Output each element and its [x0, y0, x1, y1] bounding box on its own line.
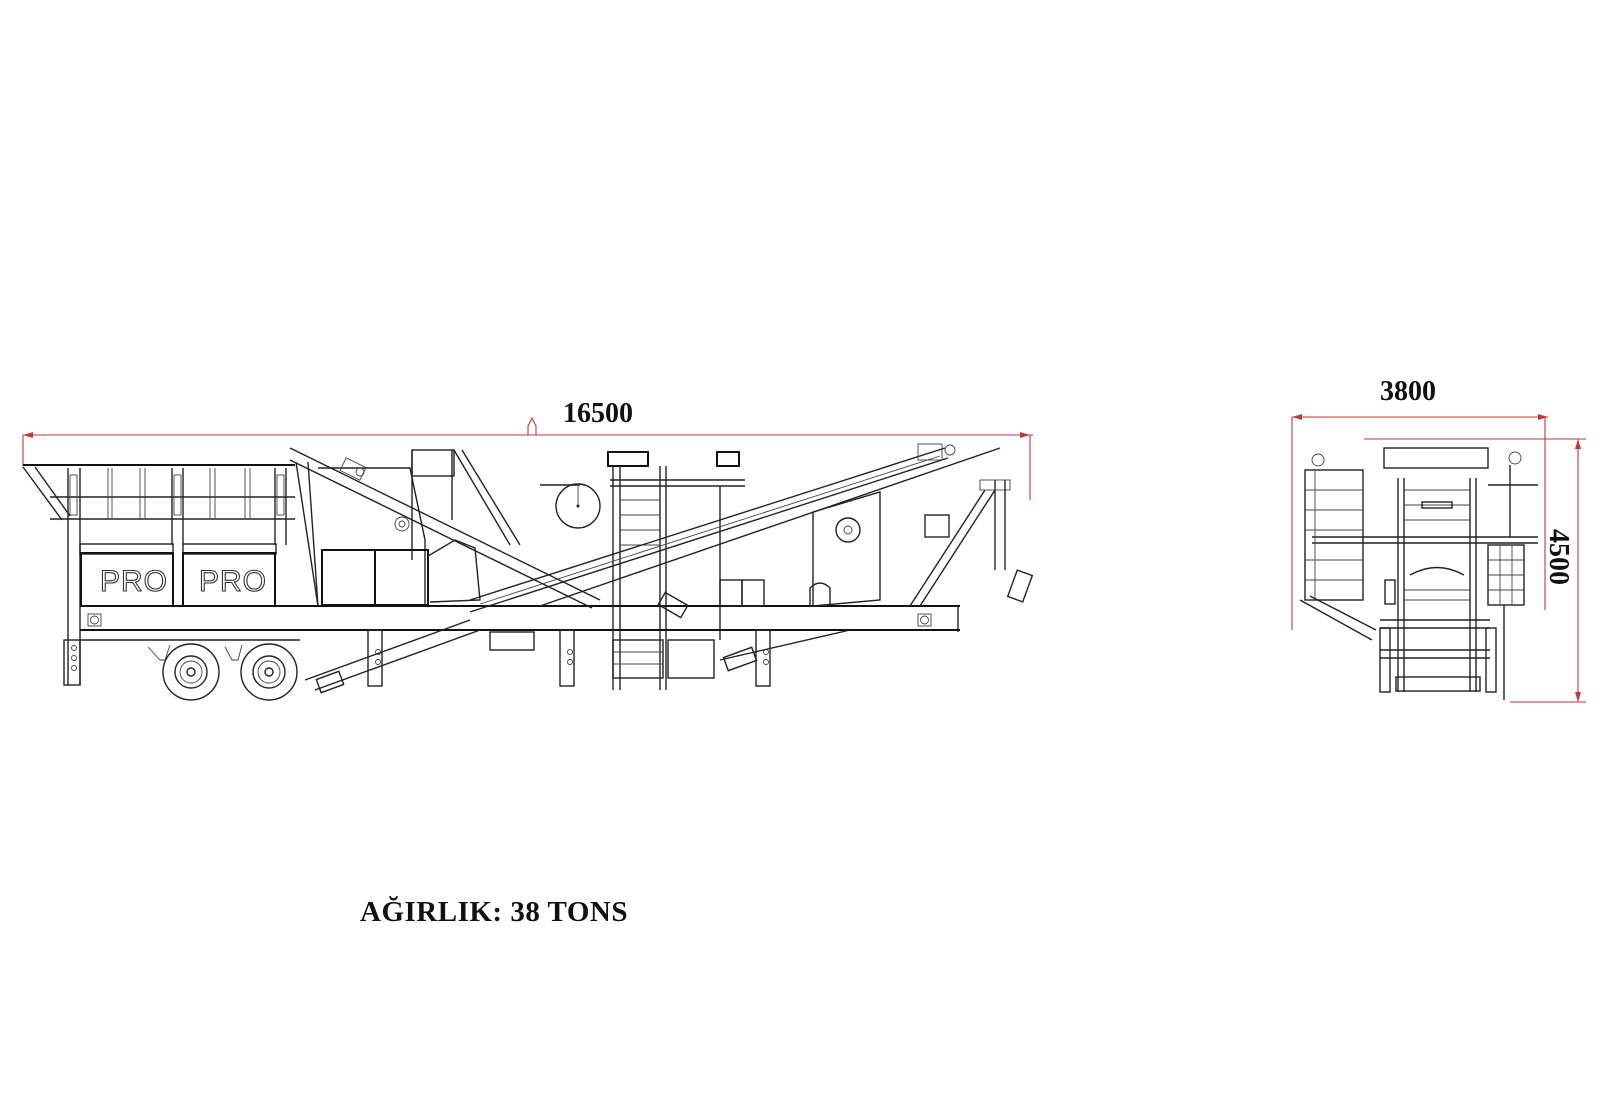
vibrating-screen: [719, 491, 881, 607]
width-dimension-label: 3800: [1380, 376, 1436, 407]
under-conveyors: [304, 591, 851, 694]
side-elevation-view: PRO PRO: [22, 416, 1034, 701]
pulley-disc: [555, 483, 601, 529]
pro-panels: PRO PRO: [79, 543, 277, 607]
length-dimension-line: [22, 416, 1033, 500]
pro-marking-1: PRO: [100, 565, 168, 598]
platform-frame: [411, 449, 580, 560]
front-elevation-view: [1291, 414, 1586, 703]
weight-label: AĞIRLIK: 38 TONS: [360, 896, 628, 928]
front-right-platform: [1487, 451, 1538, 700]
incline-conveyor-main: [289, 447, 601, 609]
height-dimension-label: 4500: [1543, 529, 1574, 585]
height-dimension-line: [1364, 438, 1586, 703]
length-dimension-label: 16500: [563, 398, 633, 429]
width-dimension-line: [1291, 414, 1548, 630]
front-left-conveyor: [1299, 453, 1377, 641]
front-frame: [1312, 447, 1538, 693]
wheels: [147, 643, 298, 701]
crusher-unit: [295, 461, 481, 607]
support-legs: [63, 629, 771, 687]
stacker-conveyor: [469, 443, 1001, 613]
stair-railing: [909, 479, 1034, 607]
central-tower: [607, 451, 745, 690]
pro-marking-2: PRO: [199, 565, 267, 598]
